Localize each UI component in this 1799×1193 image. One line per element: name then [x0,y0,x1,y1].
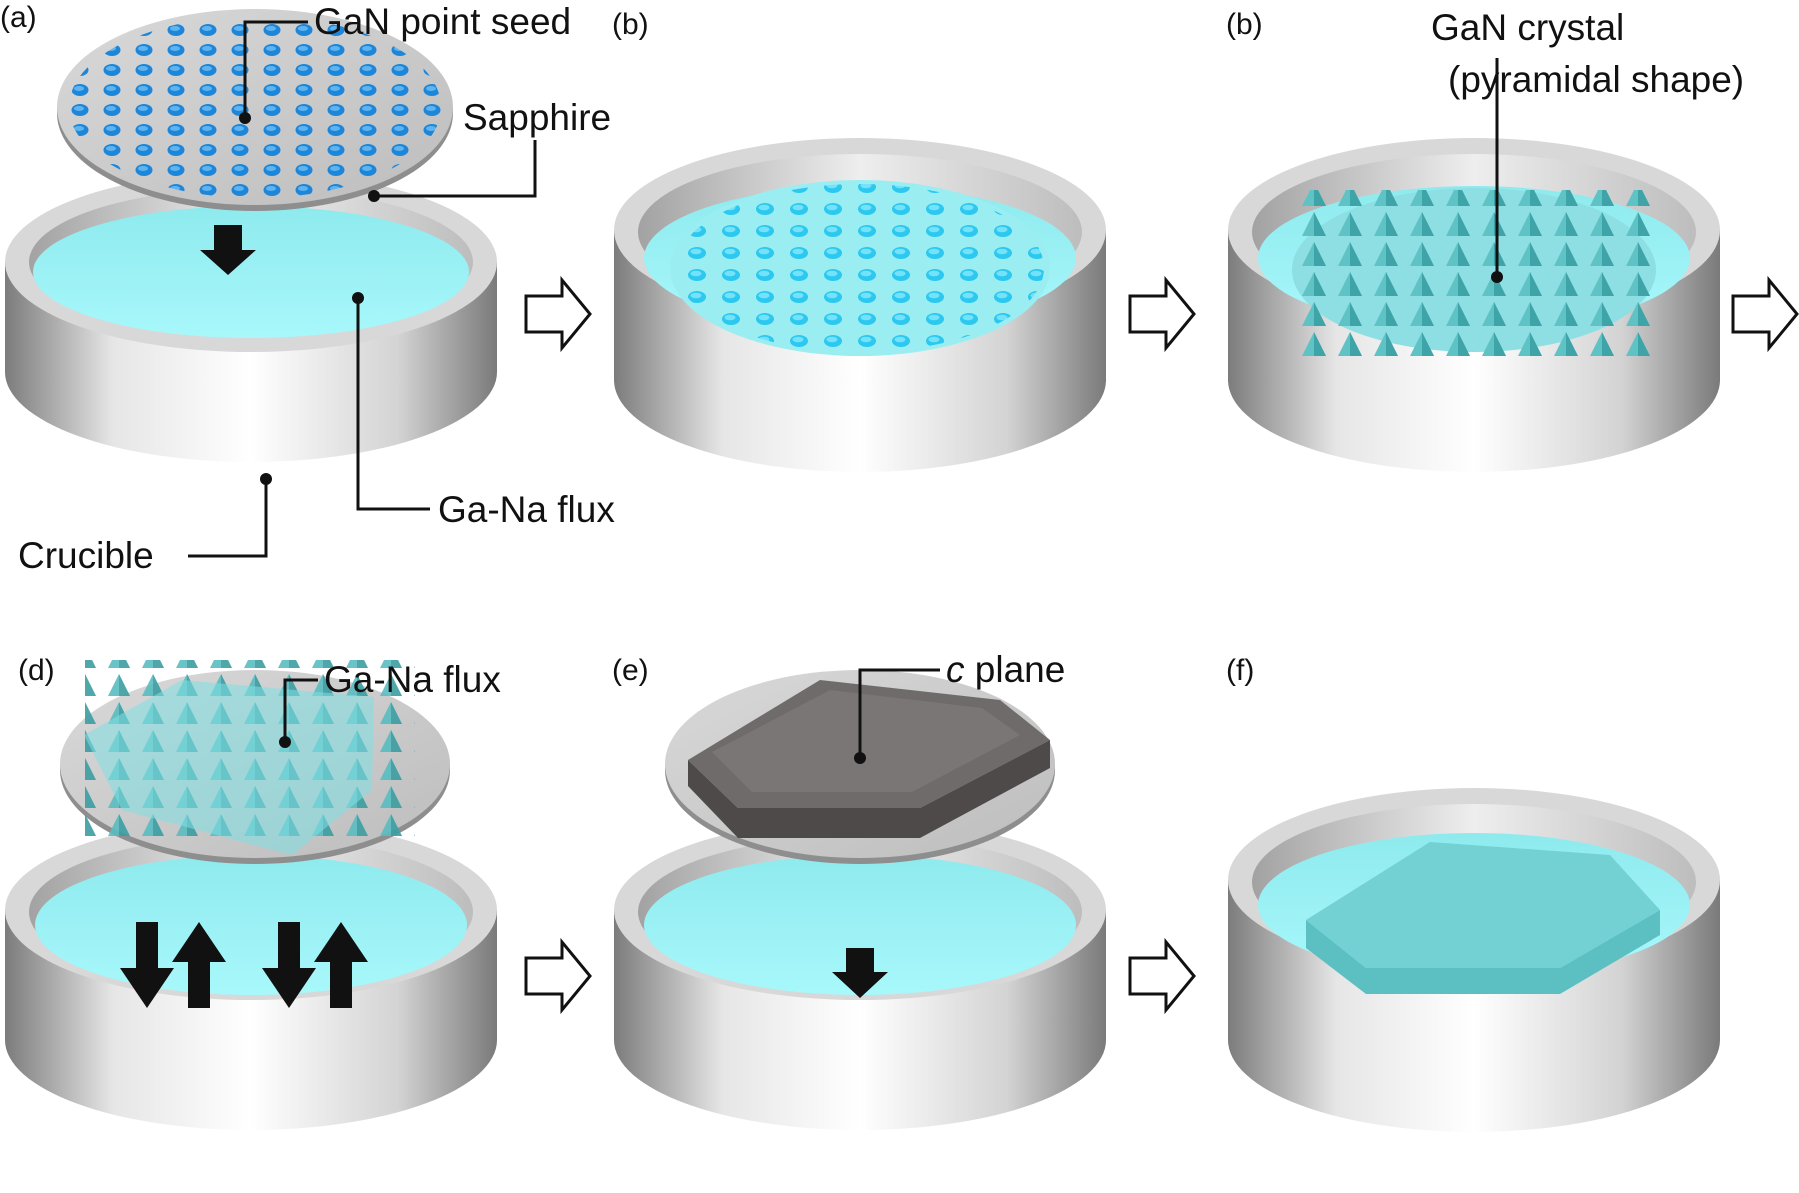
panel-f-tag: (f) [1226,654,1254,687]
panel-e: (e) c plane [612,649,1106,1130]
sapphire-disk-d [60,660,450,864]
label-c-plane: c plane [946,649,1065,690]
flux-surface-e [644,855,1076,995]
panel-a-tag: (a) [0,1,37,34]
immersed-seed-array [676,184,1044,352]
process-arrow-icon [1731,275,1799,353]
panel-a: (a) GaN point seed Sapphire Ga-Na [0,1,615,576]
flux-surface-a [33,206,469,338]
gan-point-seed-array [69,16,441,198]
immerse-arrow-icon [832,948,888,998]
panel-c: (b) GaN crystal (pyramidal shape) [1226,7,1744,472]
label-ga-na-flux-a: Ga-Na flux [438,489,615,530]
crucible-a [5,172,497,462]
gan-hexagonal-crystal [688,680,1050,838]
rotate-arrows-icon [120,922,368,1008]
pyramidal-crystal-array [1300,190,1660,360]
label-ga-na-flux-d: Ga-Na flux [324,659,501,700]
label-gan-crystal: GaN crystal [1431,7,1624,48]
flux-surface-d [35,855,467,995]
label-gan-point-seed: GaN point seed [314,1,571,42]
panel-d-tag: (d) [18,654,55,687]
panel-d: (d) Ga-Na flux [5,654,501,1130]
panel-b-tag: (b) [612,8,649,41]
process-arrow-icon [524,275,592,353]
panel-f: (f) [1226,654,1720,1132]
label-crucible: Crucible [18,535,154,576]
process-arrow-icon [1128,937,1196,1015]
gan-crystal-submerged [1306,842,1660,994]
panel-e-tag: (e) [612,654,649,687]
flux-film-d [84,680,374,855]
sapphire-disk-a [57,9,453,211]
panel-c-tag: (b) [1226,8,1263,41]
panel-b: (b) [612,8,1106,472]
process-arrow-icon [524,937,592,1015]
immerse-arrow-icon [200,225,256,275]
label-pyramidal-shape: (pyramidal shape) [1448,59,1744,100]
process-arrow-icon [1128,275,1196,353]
label-sapphire: Sapphire [463,97,611,138]
